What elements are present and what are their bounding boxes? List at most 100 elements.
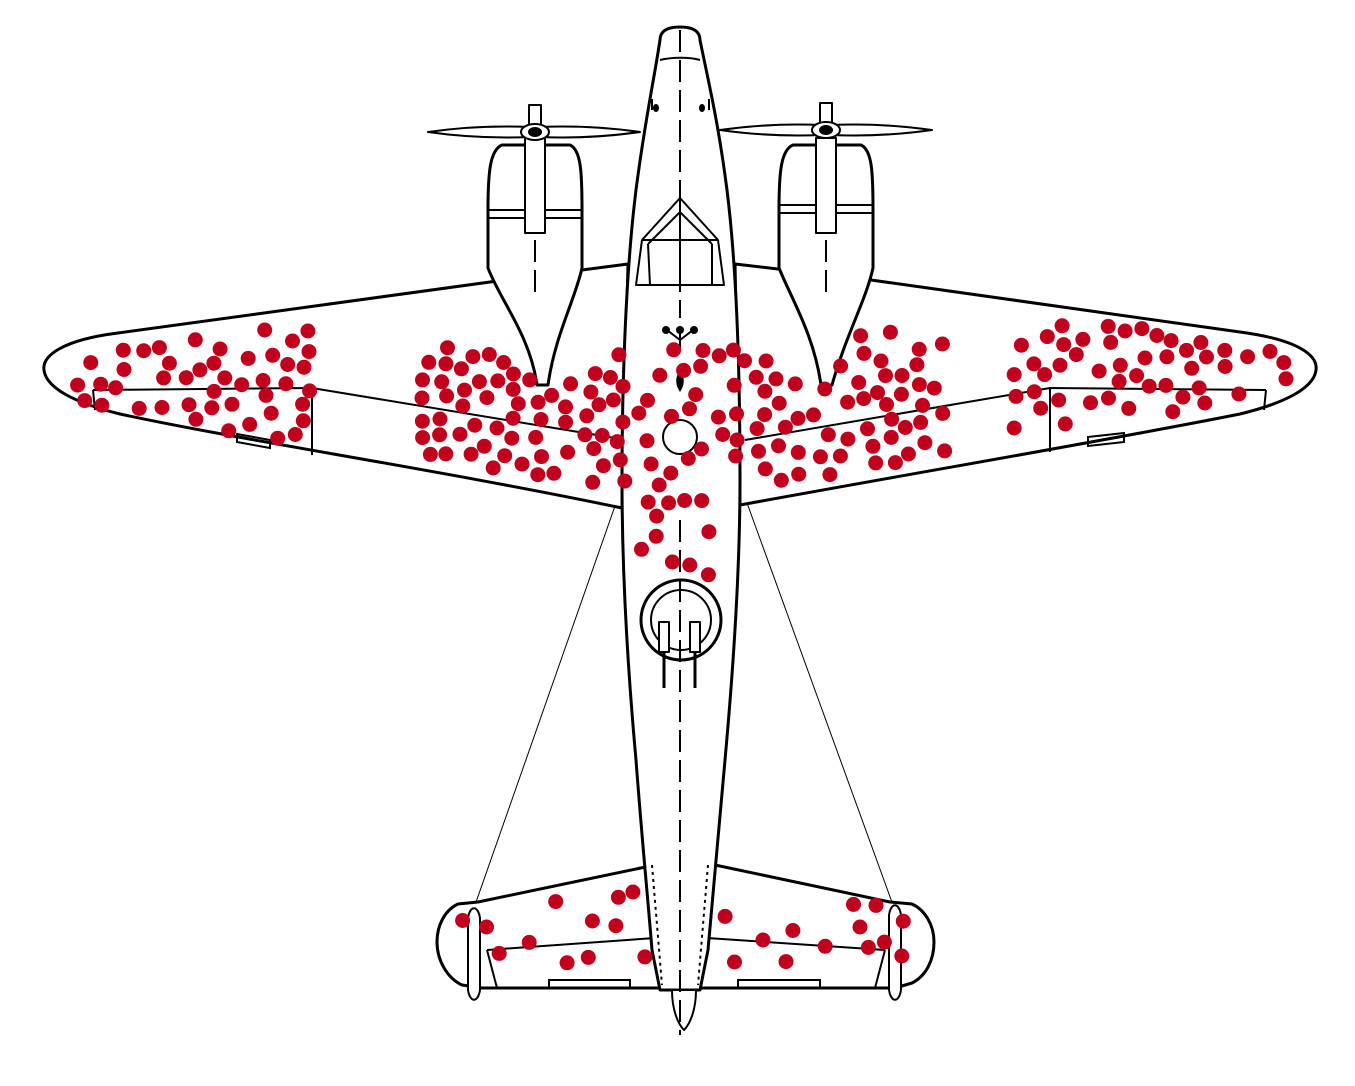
damage-hit-right-wing-root: [897, 420, 913, 435]
damage-hit-right-wing-root: [757, 383, 773, 399]
damage-hit-right-wing-tip: [1199, 349, 1214, 365]
left-propeller: [427, 104, 641, 141]
damage-hit-left-wing-tip: [151, 340, 167, 356]
damage-hit-left-wing-root: [489, 420, 505, 436]
damage-hit-right-wing-root: [934, 336, 950, 352]
damage-hit-right-wing-root: [926, 380, 942, 396]
damage-hit-right-wing-tip: [1276, 355, 1292, 371]
damage-hit-right-wing-root: [817, 381, 833, 397]
damage-hit-fuselage: [701, 524, 717, 540]
damage-hit-right-wing-root: [729, 406, 744, 422]
damage-hit-left-wing-root: [612, 452, 628, 468]
damage-hit-left-wing-root: [533, 412, 549, 427]
gun-turret: [639, 578, 723, 688]
damage-hit-left-wing-root: [455, 398, 471, 414]
damage-hit-right-tailplane: [778, 954, 794, 970]
damage-hit-right-wing-root: [806, 407, 821, 423]
damage-hit-right-wing-tip: [1103, 334, 1119, 350]
damage-hit-left-wing-tip: [263, 405, 279, 421]
damage-hit-fuselage: [631, 405, 647, 421]
damage-hit-left-wing-root: [546, 465, 562, 481]
damage-hit-fuselage: [663, 465, 679, 481]
damage-hit-left-wing-root: [505, 410, 521, 426]
damage-hit-right-wing-root: [913, 414, 929, 430]
damage-hit-right-wing-root: [911, 377, 927, 393]
damage-hit-right-tailplane: [860, 939, 876, 955]
damage-hit-fuselage: [676, 362, 692, 378]
damage-hit-right-wing-root: [860, 421, 875, 437]
damage-hit-left-wing-root: [497, 448, 513, 464]
damage-hit-left-wing-root: [617, 473, 633, 489]
damage-hit-right-wing-root: [777, 419, 793, 435]
damage-hit-right-tailplane: [727, 954, 742, 970]
damage-hit-right-wing-root: [882, 324, 898, 340]
damage-hit-left-wing-root: [490, 373, 506, 389]
damage-hit-fuselage: [682, 557, 698, 573]
damage-hit-left-wing-tip: [242, 416, 258, 432]
damage-hit-left-wing-root: [439, 388, 455, 404]
damage-hit-left-wing-tip: [270, 430, 286, 446]
damage-hit-left-wing-tip: [70, 377, 86, 393]
damage-hit-fuselage: [694, 493, 710, 509]
damage-hit-right-wing-tip: [1068, 347, 1084, 363]
damage-hit-fuselage: [649, 508, 665, 524]
damage-hit-left-wing-root: [505, 366, 521, 382]
damage-hit-right-wing-root: [840, 394, 856, 410]
damage-hit-left-wing-tip: [265, 347, 281, 363]
cockpit-canopy: [635, 99, 725, 455]
damage-hit-left-tailplane: [637, 949, 653, 965]
damage-hit-right-wing-root: [851, 375, 867, 390]
damage-hit-right-wing-tip: [1191, 380, 1207, 396]
damage-hit-right-tailplane: [785, 923, 801, 938]
damage-hit-left-wing-tip: [116, 362, 132, 377]
damage-hit-right-wing-root: [768, 371, 784, 387]
damage-hit-right-tailplane: [717, 908, 733, 924]
damage-hit-left-wing-root: [530, 394, 546, 410]
damage-hit-right-wing-tip: [1149, 328, 1165, 343]
damage-hit-right-wing-tip: [1091, 363, 1107, 379]
damage-hit-left-wing-root: [496, 355, 512, 370]
damage-hit-right-wing-root: [758, 353, 774, 369]
damage-hit-right-wing-root: [873, 353, 889, 369]
damage-hit-left-wing-tip: [178, 370, 194, 386]
damage-hit-left-wing-root: [467, 417, 483, 433]
damage-hit-left-wing-root: [605, 392, 621, 408]
damage-hit-fuselage: [700, 567, 716, 583]
damage-hit-right-wing-root: [820, 427, 836, 443]
damage-hit-left-wing-root: [422, 446, 438, 462]
damage-hit-right-wing-tip: [1129, 368, 1145, 384]
damage-hit-right-wing-tip: [1184, 360, 1200, 376]
damage-hit-left-wing-tip: [136, 343, 152, 359]
damage-hit-left-wing-root: [414, 390, 430, 406]
damage-hit-fuselage: [682, 401, 697, 417]
damage-hit-left-wing-root: [579, 408, 595, 424]
damage-hit-right-wing-tip: [1217, 342, 1233, 358]
damage-hit-left-wing-root: [615, 414, 631, 430]
damage-hit-left-wing-root: [440, 340, 455, 356]
damage-hit-right-wing-tip: [1026, 356, 1042, 372]
damage-hit-left-wing-root: [453, 361, 469, 377]
damage-hit-left-wing-tip: [206, 383, 222, 399]
damage-hit-fuselage: [640, 392, 655, 408]
damage-hit-right-wing-tip: [1163, 333, 1179, 349]
damage-hit-left-wing-tip: [94, 397, 110, 413]
damage-hit-fuselage: [634, 541, 649, 557]
damage-hit-right-tailplane: [894, 948, 910, 964]
damage-hit-right-wing-tip: [1008, 388, 1024, 404]
damage-hit-left-wing-root: [505, 381, 521, 397]
damage-hit-fuselage: [694, 441, 709, 457]
damage-hit-left-wing-root: [485, 460, 501, 476]
damage-hit-right-wing-root: [787, 376, 803, 392]
damage-hit-fuselage: [640, 494, 656, 510]
damage-hit-right-wing-tip: [1262, 343, 1278, 359]
damage-hit-right-wing-root: [865, 438, 881, 454]
damage-hit-left-wing-root: [602, 370, 618, 385]
damage-hit-right-wing-root: [894, 368, 910, 383]
damage-hit-right-tailplane: [868, 897, 884, 913]
damage-hit-right-wing-root: [725, 342, 741, 358]
damage-hit-left-wing-root: [434, 374, 450, 390]
damage-hit-right-wing-tip: [1158, 377, 1174, 393]
damage-hit-fuselage: [651, 477, 667, 493]
damage-hit-left-tailplane: [559, 955, 575, 971]
